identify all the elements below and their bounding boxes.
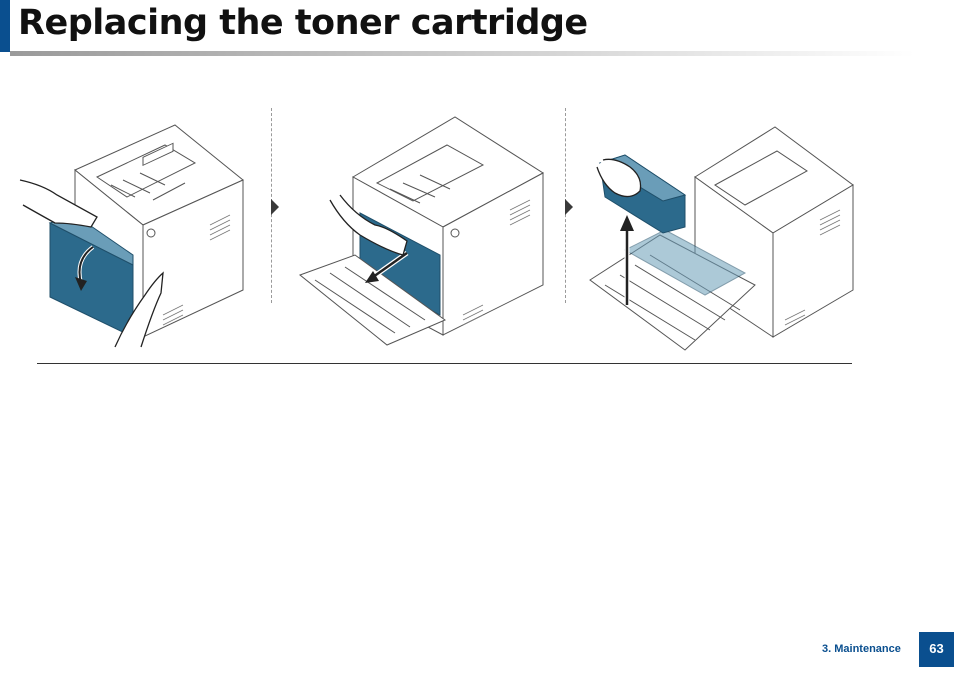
- figure-bottom-rule: [37, 363, 852, 364]
- page-number: 63: [919, 632, 954, 667]
- step-arrow-icon: [271, 199, 279, 215]
- title-underline: [10, 51, 915, 56]
- title-accent-bar: [0, 0, 10, 52]
- step-1-illustration: [15, 105, 255, 355]
- page-title: Replacing the toner cartridge: [18, 0, 588, 46]
- step-3-illustration: [585, 105, 855, 355]
- step-arrow-icon: [565, 199, 573, 215]
- step-2-illustration: [295, 105, 555, 355]
- footer-section: 3. Maintenance: [822, 643, 901, 655]
